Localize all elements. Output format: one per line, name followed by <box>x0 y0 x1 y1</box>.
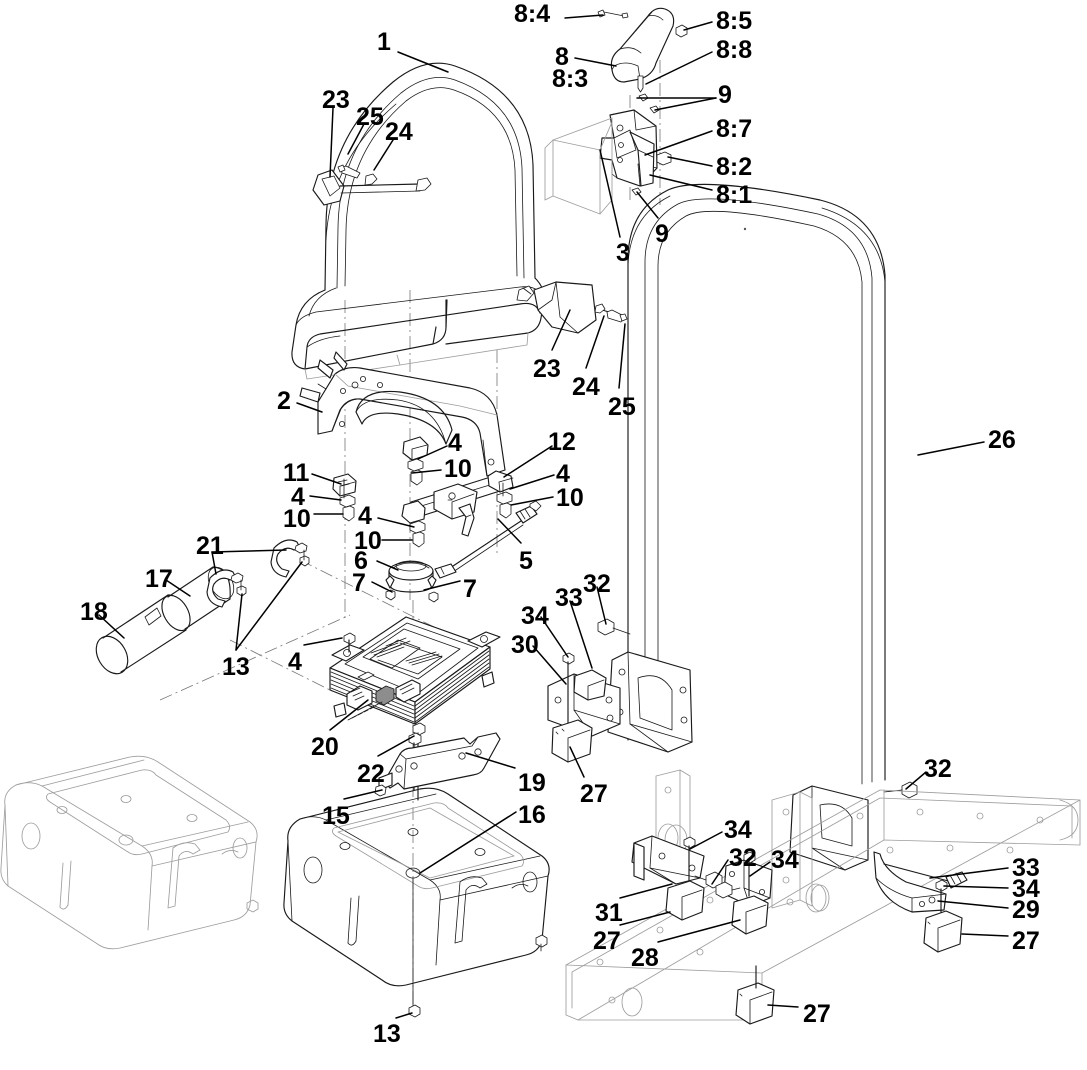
callout-27: 27 <box>593 927 621 955</box>
fastener-8-8 <box>637 75 644 93</box>
control-rod-5 <box>434 500 542 579</box>
isolator-bracket-31 <box>631 835 773 935</box>
callout-8: 8 <box>555 43 569 71</box>
callout-17: 17 <box>145 565 173 593</box>
callout-32: 32 <box>924 755 952 783</box>
muffler-assembly <box>95 539 310 675</box>
callout-9: 9 <box>655 220 669 248</box>
callout-7: 7 <box>352 569 366 597</box>
controller-base-plate-19 <box>374 732 501 797</box>
callout-22: 22 <box>357 760 385 788</box>
isolator-27-bottom <box>735 965 775 1025</box>
callout-13: 13 <box>222 653 250 681</box>
callout-10: 10 <box>354 527 382 555</box>
engine-hood-16 <box>283 787 550 1018</box>
callout-5: 5 <box>519 547 533 575</box>
callout-24: 24 <box>385 118 413 146</box>
callout-8-4: 8:4 <box>514 0 551 28</box>
callout-24: 24 <box>572 373 600 401</box>
callout-15: 15 <box>322 802 350 830</box>
callout-23: 23 <box>533 355 561 383</box>
callout-31: 31 <box>595 899 623 927</box>
fastener-8-5 <box>675 24 688 38</box>
callout-2: 2 <box>277 387 291 415</box>
assembly-centerlines <box>159 60 661 1015</box>
callout-11: 11 <box>283 459 310 487</box>
cross-support-bar-12 <box>401 436 514 548</box>
callout-34: 34 <box>771 846 799 874</box>
seat-cushion <box>291 277 545 370</box>
callout-33: 33 <box>1012 854 1040 882</box>
callout-4: 4 <box>358 502 372 530</box>
callout-25: 25 <box>356 103 384 131</box>
callout-4: 4 <box>291 483 305 511</box>
callout-8-1: 8:1 <box>716 181 753 209</box>
callout-10: 10 <box>444 455 472 483</box>
engine-hood-phantom-left <box>0 755 259 950</box>
callout-32: 32 <box>583 570 611 598</box>
callout-34: 34 <box>724 816 752 844</box>
callout-leader-lines <box>98 14 1009 1019</box>
fastener-8-4 <box>597 9 629 19</box>
callout-12: 12 <box>548 428 576 456</box>
callout-13: 13 <box>373 1020 401 1048</box>
callout-8-2: 8:2 <box>716 153 753 181</box>
isolator-bracket-29 <box>873 851 968 953</box>
callout-7: 7 <box>463 575 477 603</box>
callout-27: 27 <box>803 1000 831 1028</box>
callout-4: 4 <box>556 460 570 488</box>
callout-20: 20 <box>311 733 339 761</box>
callout-8-3: 8:3 <box>552 65 589 93</box>
callout-27: 27 <box>1012 927 1040 955</box>
callout-4: 4 <box>448 429 462 457</box>
callout-32: 32 <box>729 844 757 872</box>
callout-26: 26 <box>988 426 1016 454</box>
callout-8-5: 8:5 <box>716 7 753 35</box>
seat-belt-right <box>516 281 628 334</box>
callout-6: 6 <box>354 547 368 575</box>
callout-3: 3 <box>616 239 630 267</box>
callout-30: 30 <box>511 631 539 659</box>
seat-pan-plate <box>299 351 506 522</box>
callout-25: 25 <box>608 393 636 421</box>
callout-18: 18 <box>80 598 108 626</box>
callout-28: 28 <box>631 944 659 972</box>
electronic-controller-module <box>329 616 501 801</box>
callout-4: 4 <box>288 648 302 676</box>
armrest-assembly <box>597 7 688 196</box>
seat-mount-plate-3 <box>544 117 613 215</box>
seat-switch-6 <box>385 560 439 603</box>
callout-33: 33 <box>555 584 583 612</box>
callout-23: 23 <box>322 86 350 114</box>
callout-27: 27 <box>580 780 608 808</box>
callout-8-8: 8:8 <box>716 36 753 64</box>
callout-21: 21 <box>196 532 224 560</box>
callout-34: 34 <box>1012 875 1040 903</box>
callout-16: 16 <box>518 801 546 829</box>
callout-10: 10 <box>556 484 584 512</box>
rops-bar-26 <box>607 183 918 871</box>
callout-19: 19 <box>518 769 546 797</box>
seat-belt-left <box>312 164 432 206</box>
callout-8-7: 8:7 <box>716 115 753 143</box>
isolator-bracket-30 <box>547 618 631 763</box>
callout-29: 29 <box>1012 896 1040 924</box>
callout-9: 9 <box>718 81 732 109</box>
callout-34: 34 <box>521 602 549 630</box>
callout-10: 10 <box>283 505 311 533</box>
callout-1: 1 <box>377 28 391 56</box>
